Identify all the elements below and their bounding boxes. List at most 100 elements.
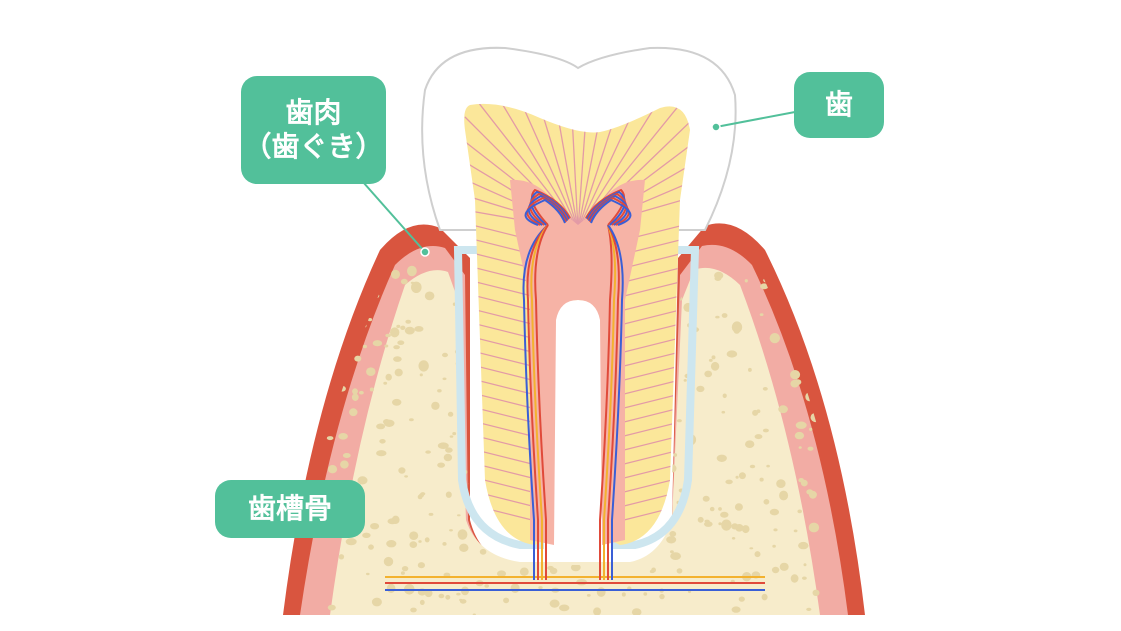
bone-pore — [754, 551, 761, 558]
dentin-tubule — [577, 389, 601, 397]
dentin-tubule — [577, 515, 601, 523]
dentin-tubule — [495, 103, 579, 231]
bone-pore — [583, 345, 588, 350]
bone-pore — [484, 584, 490, 588]
bone-pore — [398, 467, 406, 474]
bone-pore — [327, 604, 336, 611]
bone-pore — [438, 593, 445, 599]
bone-pore — [790, 574, 799, 583]
bone-pore — [735, 475, 739, 479]
bone-pore — [479, 431, 484, 435]
bone-pore — [366, 572, 370, 576]
bone-pore — [326, 436, 334, 441]
bone-pore — [393, 345, 400, 350]
bone-pore — [354, 355, 362, 362]
bone-pore — [570, 563, 581, 572]
bone-pore — [585, 359, 593, 365]
bone-pore — [333, 277, 340, 284]
dentin-tubule — [555, 319, 579, 327]
bone-pore — [798, 302, 805, 310]
gum-label-line2: （歯ぐき） — [243, 130, 384, 163]
bone-pore — [669, 531, 677, 537]
vein-left — [522, 224, 549, 580]
bone-pore — [570, 312, 581, 320]
bone-pore — [590, 364, 596, 369]
bone-pore — [793, 529, 798, 533]
bone-pore — [798, 541, 809, 550]
bone-pore — [442, 352, 448, 358]
bone-pore — [424, 589, 433, 598]
dentin-tubule — [555, 403, 579, 411]
bone-pore — [725, 479, 733, 485]
bone-pore — [759, 313, 764, 316]
bone-pore — [371, 597, 382, 607]
bone-pore — [368, 544, 374, 550]
bone-pore — [567, 464, 578, 474]
artery-left-2 — [534, 224, 549, 580]
bone-pore — [549, 599, 560, 608]
artery-right — [599, 224, 613, 580]
bone-pore — [776, 479, 786, 488]
bone-pore — [798, 446, 802, 449]
capillary-right — [588, 194, 629, 226]
bone-pore — [797, 509, 802, 514]
bone-pore — [547, 565, 554, 571]
bone-pore — [745, 440, 755, 449]
bone-pore — [385, 373, 392, 381]
bone-pore — [473, 444, 482, 452]
bone-pore — [726, 350, 738, 358]
bone-pore — [586, 413, 591, 418]
bone-pore — [383, 556, 394, 567]
bone-pore — [802, 576, 807, 580]
bone-pore — [670, 552, 681, 560]
bone-pore — [731, 321, 743, 333]
bone-pore — [807, 270, 812, 274]
dentin-tubule — [577, 103, 664, 231]
alveolar-bone-label-text: 歯槽骨 — [247, 492, 332, 526]
bone-pore — [676, 419, 682, 423]
capillary-left — [529, 192, 569, 226]
bone-pore — [362, 344, 367, 349]
bone-pore — [709, 506, 715, 512]
bone-pore — [424, 537, 430, 543]
bone-pore — [670, 550, 674, 554]
dentin-tubule — [555, 529, 579, 537]
bone-pore — [763, 499, 770, 505]
dentin-tubule — [555, 375, 579, 383]
dentin-tubule — [555, 347, 579, 355]
dentin-tubule — [577, 445, 601, 453]
bone-pore — [386, 540, 397, 548]
capillary-left — [524, 198, 566, 226]
bone-pore — [801, 295, 812, 302]
bone-pore — [445, 447, 453, 453]
bone-pore — [367, 318, 373, 322]
bone-pore — [721, 519, 732, 531]
bone-pore — [442, 542, 447, 546]
bone-pore — [383, 419, 391, 425]
bone-pore — [800, 321, 809, 327]
bone-pore — [806, 607, 812, 612]
bone-pore — [327, 465, 338, 474]
bone-pore — [394, 368, 403, 377]
bone-pore — [683, 379, 687, 382]
bone-pore — [391, 269, 400, 279]
capillary-right — [590, 198, 632, 226]
dentin-tubule — [577, 473, 601, 481]
dentin-tubule — [577, 403, 601, 411]
bone-pore — [457, 529, 468, 540]
nerve-right — [603, 224, 617, 580]
bone-pore — [803, 563, 807, 567]
bone-pore — [808, 522, 820, 533]
bone-pore — [410, 281, 415, 284]
capillary-right — [586, 190, 626, 226]
vein-right — [607, 224, 624, 580]
bone-pore — [643, 592, 648, 596]
bone-pore — [397, 340, 405, 346]
bone-pore — [769, 333, 780, 344]
bone-pore — [800, 479, 808, 487]
bone-pore — [391, 515, 400, 524]
gum-leader-dot — [420, 247, 430, 257]
bone-pore — [401, 566, 409, 572]
bone-pore — [571, 500, 577, 505]
